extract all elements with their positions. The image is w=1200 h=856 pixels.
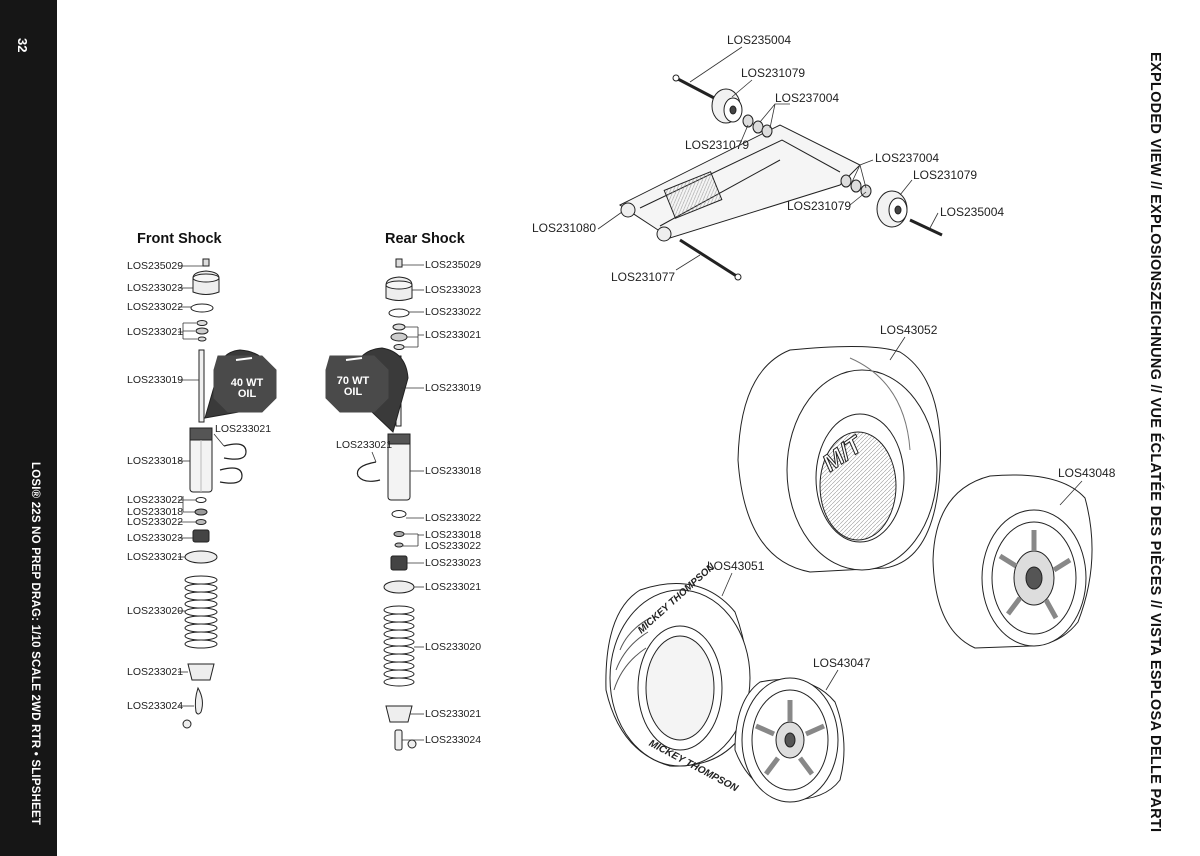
rear-part-label: LOS233024 <box>425 734 482 746</box>
rear-part-label: LOS235029 <box>425 259 482 271</box>
front-part-label: LOS233022 <box>127 516 184 528</box>
rear-part-label: LOS233021 <box>336 439 393 451</box>
front-tire-drawing <box>605 583 751 767</box>
front-shock-drawing <box>182 258 277 729</box>
rear-shock-title: Rear Shock <box>385 231 465 247</box>
rear-spring <box>383 605 415 687</box>
rear-oil-label: OIL <box>343 386 363 398</box>
sidebar: 32 LOSI® 22S NO PREP DRAG: 1/10 SCALE 2W… <box>0 0 57 856</box>
rear-part-label: LOS233022 <box>425 512 482 524</box>
arm-part-label: LOS235004 <box>940 205 1005 219</box>
rear-part-label: LOS233021 <box>425 329 482 341</box>
front-part-label: LOS233024 <box>127 700 184 712</box>
arm-part-label: LOS231079 <box>787 199 852 213</box>
wheel-part-label: LOS43052 <box>880 323 938 337</box>
rear-part-label: LOS233023 <box>425 557 482 569</box>
rear-part-label: LOS233022 <box>425 540 482 552</box>
front-part-label: LOS233021 <box>127 551 184 563</box>
front-part-label: LOS233018 <box>127 455 184 467</box>
rear-part-label: LOS233021 <box>425 581 482 593</box>
rear-oil-weight: 70 WT <box>336 375 370 387</box>
front-oil-weight: 40 WT <box>230 377 264 389</box>
rear-part-label: LOS233023 <box>425 284 482 296</box>
front-shock-title: Front Shock <box>137 231 222 247</box>
rear-part-label: LOS233018 <box>425 529 482 541</box>
rear-part-label: LOS233021 <box>425 708 482 720</box>
front-part-label: LOS233023 <box>127 282 184 294</box>
arm-part-label: LOS231079 <box>913 168 978 182</box>
front-part-label: LOS235029 <box>127 260 184 272</box>
rear-oil-badge: 70 WT OIL <box>328 376 378 398</box>
slick-tire-drawing: M/T <box>737 345 941 573</box>
wheel-part-label: LOS43051 <box>707 559 765 573</box>
rear-part-label: LOS233018 <box>425 465 482 477</box>
suspension-arm-drawing <box>618 74 943 281</box>
front-part-label: LOS233021 <box>127 326 184 338</box>
front-part-label: LOS233022 <box>127 301 184 313</box>
rear-wheel-drawing <box>932 474 1093 649</box>
arm-part-label: LOS231079 <box>741 66 806 80</box>
rear-part-label: LOS233019 <box>425 382 482 394</box>
wheel-part-label: LOS43047 <box>813 656 871 670</box>
wheel-part-label: LOS43048 <box>1058 466 1116 480</box>
arm-part-label: LOS235004 <box>727 33 792 47</box>
arm-part-label: LOS237004 <box>875 151 940 165</box>
front-part-label: LOS233021 <box>215 423 272 435</box>
arm-part-label: LOS231077 <box>611 270 676 284</box>
front-part-label: LOS233021 <box>127 666 184 678</box>
front-part-label: LOS233020 <box>127 605 184 617</box>
front-oil-label: OIL <box>237 388 257 400</box>
front-wheel-drawing <box>734 677 845 803</box>
front-part-label: LOS233019 <box>127 374 184 386</box>
arm-part-label: LOS231080 <box>532 221 597 235</box>
front-part-label: LOS233018 <box>127 506 184 518</box>
front-part-label: LOS233022 <box>127 494 184 506</box>
leader-lines <box>178 46 1083 741</box>
arm-part-label: LOS237004 <box>775 91 840 105</box>
rear-part-label: LOS233022 <box>425 306 482 318</box>
front-part-label: LOS233023 <box>127 532 184 544</box>
rear-shock-drawing <box>325 258 417 751</box>
front-oil-badge: 40 WT OIL <box>222 378 272 400</box>
arm-part-label: LOS231079 <box>685 138 750 152</box>
rear-part-label: LOS233020 <box>425 641 482 653</box>
